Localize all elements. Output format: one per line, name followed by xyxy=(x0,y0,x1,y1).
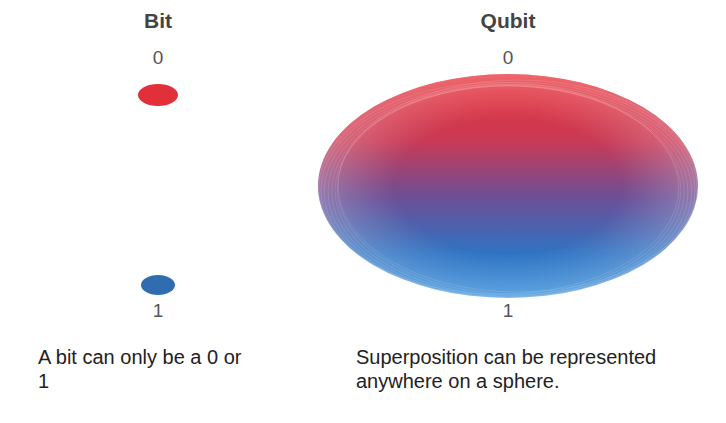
column-heading: Qubit xyxy=(433,8,583,33)
caption-text: Superposition can be represented anywher… xyxy=(356,345,686,393)
state-label: 1 xyxy=(488,300,528,323)
state-label: 0 xyxy=(488,47,528,70)
qubit-sphere xyxy=(318,74,698,298)
state-label: 0 xyxy=(138,47,178,70)
caption-text: A bit can only be a 0 or 1 xyxy=(38,345,248,393)
sphere-shade xyxy=(318,74,698,298)
bit-one-dot xyxy=(141,275,175,295)
state-label: 1 xyxy=(138,300,178,323)
bit-zero-dot xyxy=(138,84,178,106)
column-heading: Bit xyxy=(98,8,218,33)
